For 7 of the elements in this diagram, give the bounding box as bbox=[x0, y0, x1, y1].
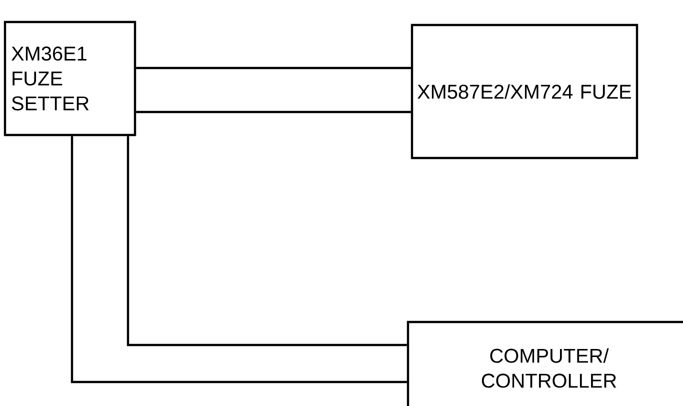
block-box: XM36E1 FUZE SETTER bbox=[4, 20, 136, 136]
connecting-line bbox=[136, 66, 411, 70]
connecting-line bbox=[126, 136, 407, 346]
connecting-line bbox=[70, 136, 407, 384]
block-box: XM587E2/XM724 FUZE bbox=[410, 24, 638, 160]
block-box: COMPUTER/ CONTROLLER bbox=[406, 320, 683, 406]
connecting-line bbox=[136, 110, 411, 114]
